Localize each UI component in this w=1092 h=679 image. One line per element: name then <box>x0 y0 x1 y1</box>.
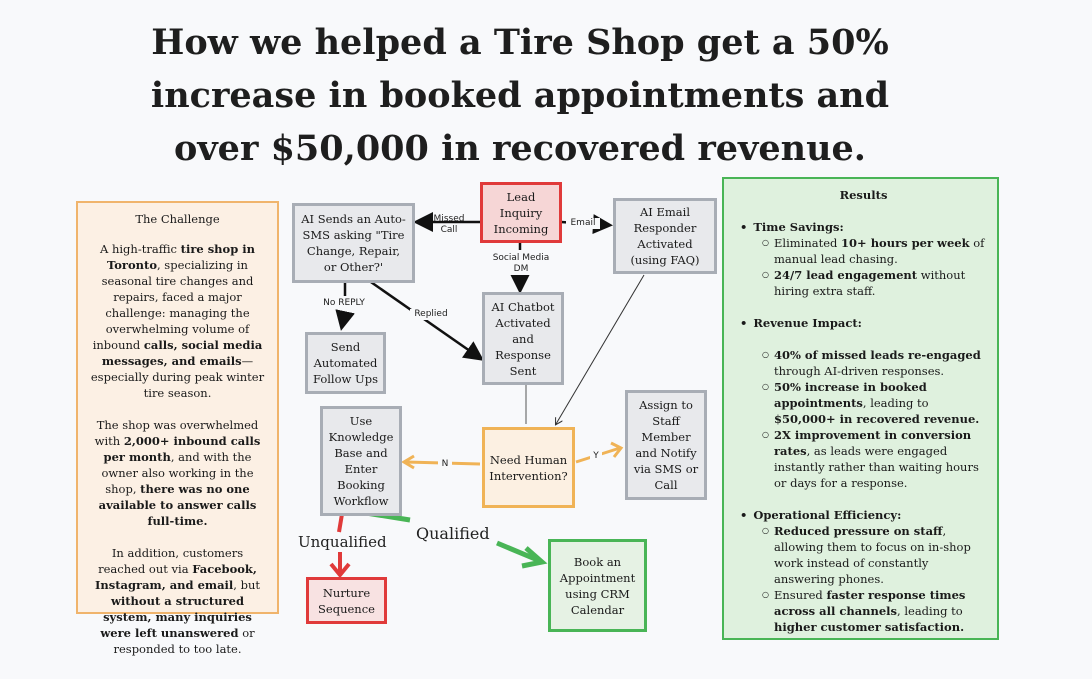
text: or responded to too late. <box>113 626 255 656</box>
results-operational-efficiency: Operational Efficiency: Reduced pressure… <box>740 507 987 635</box>
text: without hiring extra staff. <box>774 268 966 298</box>
list-item: 2X improvement in conversion rates, as l… <box>762 427 987 491</box>
page-title: How we helped a Tire Shop get a 50% incr… <box>140 16 900 175</box>
node-book-appointment: Book an Appointment using CRM Calendar <box>548 539 647 632</box>
text-bold: 2X improvement in conversion rates <box>774 428 972 458</box>
list-item: 24/7 lead engagement without hiring extr… <box>762 267 987 299</box>
text: Ensured <box>774 588 827 602</box>
text-bold: Reduced pressure on staff <box>774 524 943 538</box>
node-chatbot: AI Chatbot Activated and Response Sent <box>482 292 564 385</box>
list-item: Ensured faster response times across all… <box>762 587 987 635</box>
text: through AI-driven responses. <box>774 364 945 378</box>
node-email-responder: AI Email Responder Activated (using FAQ) <box>613 198 717 274</box>
challenge-title: The Challenge <box>135 212 220 226</box>
node-follow-ups: Send Automated Follow Ups <box>305 332 386 394</box>
arrow-unqualified <box>337 513 344 533</box>
arrow-n-head <box>401 454 415 470</box>
results-panel: Results Time Savings: Eliminated 10+ hou… <box>722 177 999 640</box>
text-bold: higher customer satisfaction. <box>774 620 965 634</box>
arrow-y-head <box>610 441 624 458</box>
text: , specializing in seasonal tire changes … <box>92 258 254 352</box>
label-qualified: Qualified <box>416 524 490 543</box>
text: The shop was overwhelmed with <box>94 418 259 448</box>
section-heading: Revenue Impact: <box>740 315 987 331</box>
label-n: N <box>438 459 452 470</box>
node-assign-staff: Assign to Staff Member and Notify via SM… <box>625 390 707 500</box>
arrow-email-human <box>556 274 645 424</box>
challenge-paragraph-1: A high-traffic tire shop in Toronto, spe… <box>88 241 267 401</box>
results-time-savings: Time Savings: Eliminated 10+ hours per w… <box>740 219 987 299</box>
text-bold: 40% of missed leads re-engaged <box>774 348 981 362</box>
text: , as leads were engaged instantly rather… <box>774 444 979 490</box>
text: , allowing them to focus on in-shop work… <box>774 524 971 586</box>
arrow-unqualified-head <box>329 562 351 579</box>
challenge-panel: The Challenge A high-traffic tire shop i… <box>76 201 279 656</box>
title-line-3: over $50,000 in recovered revenue. <box>174 128 866 169</box>
list-item: 50% increase in booked appointments, lea… <box>762 379 987 427</box>
text-bold: 50% increase in booked appointments <box>774 380 927 410</box>
section-heading: Operational Efficiency: <box>740 507 987 523</box>
text: A high-traffic <box>100 242 181 256</box>
text-bold: Facebook, Instagram, and email <box>95 562 257 592</box>
section-heading: Time Savings: <box>740 219 987 235</box>
text-bold: 10+ hours per week <box>841 236 970 250</box>
label-email: Email <box>566 218 600 229</box>
label-social-media: Social Media DM <box>487 253 555 275</box>
node-lead-inquiry: Lead Inquiry Incoming <box>480 182 562 243</box>
label-replied: Replied <box>410 309 452 320</box>
node-auto-sms: AI Sends an Auto-SMS asking "Tire Change… <box>292 203 415 283</box>
arrow-qualified-head <box>521 546 548 569</box>
text-bold: without a structured system, many inquir… <box>100 594 252 640</box>
results-revenue-impact: Revenue Impact: 40% of missed leads re-e… <box>740 315 987 491</box>
label-y: Y <box>590 451 602 462</box>
list-item: Reduced pressure on staff, allowing them… <box>762 523 987 587</box>
text-bold: calls, social media messages, and emails <box>101 338 263 368</box>
list-item: 40% of missed leads re-engaged through A… <box>762 347 987 379</box>
label-no-reply: No REPLY <box>320 298 368 309</box>
arrow-no-reply <box>342 283 345 326</box>
text: In addition, customers reached out via <box>98 546 244 576</box>
node-knowledge-base: Use Knowledge Base and Enter Booking Wor… <box>320 406 402 516</box>
text: —especially during peak winter tire seas… <box>90 354 265 400</box>
title-line-1: How we helped a Tire Shop get a 50% <box>151 22 889 63</box>
text-bold: 2,000+ inbound calls per month <box>103 434 261 464</box>
text-bold: 24/7 lead engagement <box>774 268 918 282</box>
label-missed-call: Missed Call <box>433 214 465 235</box>
node-nurture: Nurture Sequence <box>306 577 387 624</box>
text: , leading to <box>897 604 963 618</box>
text-bold: faster response times across all channel… <box>774 588 966 618</box>
title-line-2: increase in booked appointments and <box>150 75 890 116</box>
results-title: Results <box>839 188 888 202</box>
text: , and with the owner also working in the… <box>101 450 254 496</box>
text: of manual lead chasing. <box>774 236 985 266</box>
label-unqualified: Unqualified <box>298 533 387 551</box>
challenge-paragraph-2: The shop was overwhelmed with 2,000+ inb… <box>88 417 267 529</box>
text: , leading to <box>862 396 929 410</box>
node-need-human: Need Human Intervention? <box>482 427 575 508</box>
text: , but <box>233 578 260 592</box>
list-item: Eliminated 10+ hours per week of manual … <box>762 235 987 267</box>
challenge-paragraph-3: In addition, customers reached out via F… <box>88 545 267 657</box>
text: Eliminated <box>774 236 842 250</box>
text-bold: there was no one available to answer cal… <box>98 482 257 528</box>
text-bold: $50,000+ in recovered revenue. <box>774 412 980 426</box>
text-bold: tire shop in Toronto <box>107 242 255 272</box>
arrow-qualified-2 <box>496 540 541 564</box>
